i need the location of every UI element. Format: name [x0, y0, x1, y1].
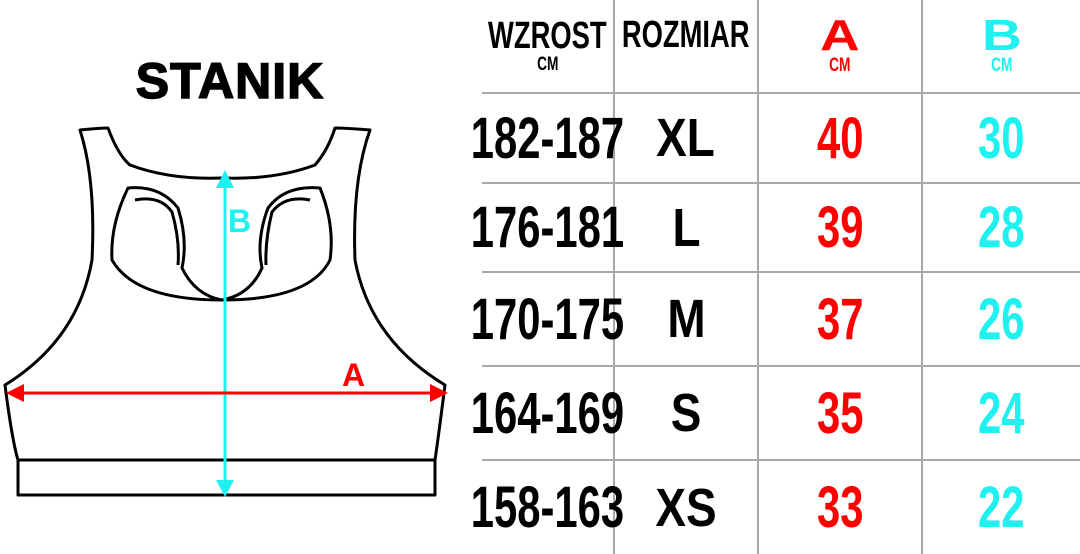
- table-cell-a: 35: [759, 367, 921, 459]
- header-unit: CM: [990, 55, 1013, 76]
- header-b: B CM: [923, 0, 1080, 92]
- cell-value: XL: [656, 108, 716, 168]
- cell-value: 33: [816, 475, 864, 540]
- chart-title: STANIK: [135, 52, 325, 110]
- cell-value: 182-187: [470, 105, 625, 171]
- header-label: WZROST: [488, 15, 607, 57]
- table-cell-a: 33: [759, 461, 921, 554]
- table-cell-height: 170-175: [471, 273, 624, 365]
- header-a: A CM: [759, 0, 921, 92]
- grid-line: [757, 0, 759, 554]
- table-cell-size: XS: [615, 461, 757, 554]
- cell-value: 24: [978, 380, 1025, 446]
- table-cell-a: 40: [759, 94, 921, 182]
- header-label: B: [981, 11, 1022, 60]
- grid-line: [482, 92, 1080, 94]
- header-label: ROZMIAR: [622, 14, 750, 56]
- cell-value: 35: [816, 380, 864, 446]
- header-label: A: [820, 11, 860, 60]
- table-cell-b: 28: [923, 184, 1080, 271]
- table-cell-b: 26: [923, 273, 1080, 365]
- table-cell-b: 22: [923, 461, 1080, 554]
- cell-value: 39: [816, 195, 864, 260]
- cell-value: 164-169: [470, 380, 625, 446]
- table-cell-height: 158-163: [471, 461, 624, 554]
- grid-line: [482, 365, 1080, 367]
- cell-value: 30: [978, 105, 1025, 171]
- header-unit: CM: [829, 55, 851, 76]
- grid-line: [613, 0, 615, 554]
- measurement-b-arrow: [216, 170, 234, 497]
- cell-value: 176-181: [470, 195, 625, 260]
- cell-value: 37: [816, 286, 864, 352]
- grid-line: [921, 0, 923, 554]
- table-cell-size: M: [615, 273, 757, 365]
- table-cell-size: XL: [615, 94, 757, 182]
- table-cell-height: 176-181: [471, 184, 624, 271]
- header-unit: CM: [536, 54, 559, 75]
- cell-value: 26: [978, 286, 1025, 352]
- cell-value: 40: [816, 105, 864, 171]
- sports-bra-diagram: B A: [3, 126, 448, 497]
- header-size: ROZMIAR: [615, 0, 757, 70]
- table-cell-b: 24: [923, 367, 1080, 459]
- label-a: A: [342, 357, 365, 393]
- cell-value: XS: [655, 477, 717, 538]
- measurement-a-arrow: [6, 384, 448, 402]
- cell-value: L: [671, 197, 701, 258]
- cell-value: 28: [978, 195, 1025, 260]
- cell-value: M: [666, 289, 706, 349]
- grid-line: [482, 182, 1080, 184]
- grid-line: [482, 271, 1080, 273]
- cell-value: 170-175: [470, 286, 625, 352]
- cell-value: 158-163: [470, 475, 625, 540]
- header-height: WZROST CM: [482, 0, 613, 92]
- cell-value: S: [670, 383, 702, 443]
- table-cell-height: 164-169: [471, 367, 624, 459]
- cell-value: 22: [978, 475, 1025, 540]
- label-b: B: [228, 203, 251, 239]
- table-cell-size: S: [615, 367, 757, 459]
- size-table: WZROST CM ROZMIAR A CM B CM 182-187 XL 40 3…: [471, 0, 1080, 554]
- table-cell-a: 37: [759, 273, 921, 365]
- grid-line: [482, 459, 1080, 461]
- table-cell-a: 39: [759, 184, 921, 271]
- table-cell-height: 182-187: [471, 94, 624, 182]
- table-cell-b: 30: [923, 94, 1080, 182]
- table-cell-size: L: [615, 184, 757, 271]
